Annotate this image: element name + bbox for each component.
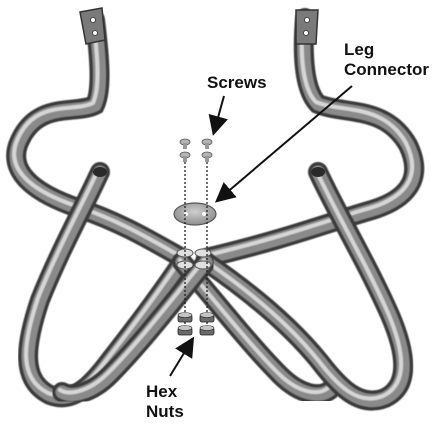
screw-icon — [202, 139, 212, 149]
hex-nut-icon — [200, 326, 214, 336]
left-tube-end-cap — [93, 167, 107, 177]
hex-nuts-label-line2: Nuts — [146, 402, 184, 422]
hex-nut-icon — [178, 326, 192, 336]
leg-connector-label-line1: Leg — [344, 40, 429, 60]
screws-arrow — [214, 96, 224, 132]
hex-nut-icon — [200, 313, 214, 323]
left-leg-tube — [14, 18, 182, 258]
leg-connector-label: Leg Connector — [344, 40, 429, 80]
right-tube-end-cap — [311, 167, 325, 177]
screw-icon — [180, 139, 190, 149]
screw-icon — [202, 152, 212, 162]
hex-nuts-group — [178, 313, 214, 336]
hex-nuts-label-line1: Hex — [146, 382, 184, 402]
screws-label: Screws — [207, 73, 267, 93]
right-mounting-bracket — [296, 10, 318, 44]
leg-connector-label-line2: Connector — [344, 60, 429, 80]
screw-icon — [180, 152, 190, 162]
hex-nuts-arrow — [170, 340, 192, 376]
left-mounting-bracket — [80, 8, 105, 44]
hex-nut-icon — [178, 313, 192, 323]
hex-nuts-label: Hex Nuts — [146, 382, 184, 422]
leg-connector-plate — [174, 203, 216, 225]
screws-group — [180, 139, 212, 162]
